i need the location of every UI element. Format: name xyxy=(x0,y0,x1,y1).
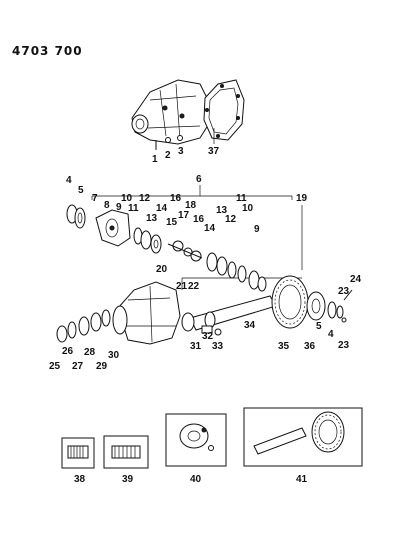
callout-14-right: 14 xyxy=(204,223,216,234)
callout-20: 20 xyxy=(156,264,168,275)
callout-2: 2 xyxy=(165,150,171,161)
pinion-shaft-gears xyxy=(167,240,203,262)
spacer-parts-lower xyxy=(201,325,222,336)
callout-14-left: 14 xyxy=(156,203,168,214)
differential-cover-gasket xyxy=(203,79,245,141)
callout-11-right: 11 xyxy=(236,193,247,204)
ring-gear xyxy=(271,275,309,329)
callout-1: 1 xyxy=(152,154,158,165)
callout-9-right: 9 xyxy=(254,224,260,235)
callout-13-right: 13 xyxy=(216,205,228,216)
drain-plug-parts xyxy=(155,135,183,150)
callout-37: 37 xyxy=(208,146,220,157)
callout-17: 17 xyxy=(178,210,190,221)
callout-15: 15 xyxy=(166,217,178,228)
callout-31: 31 xyxy=(190,341,202,352)
callout-9-left: 9 xyxy=(116,202,122,213)
callout-41: 41 xyxy=(296,474,308,485)
callout-28: 28 xyxy=(84,347,96,358)
callout-22: 22 xyxy=(188,281,200,292)
callout-5-right: 5 xyxy=(316,321,322,332)
callout-38: 38 xyxy=(74,474,86,485)
callout-4-right: 4 xyxy=(328,329,334,340)
callout-36: 36 xyxy=(304,341,316,352)
callout-23-bottom: 23 xyxy=(338,340,350,351)
callout-30: 30 xyxy=(108,350,120,361)
callout-27: 27 xyxy=(72,361,84,372)
side-gear-washers xyxy=(133,227,162,254)
callout-34: 34 xyxy=(244,320,256,331)
callout-12-left: 12 xyxy=(139,193,151,204)
callout-33: 33 xyxy=(212,341,224,352)
kit-40-differential-case xyxy=(165,413,227,467)
callout-10-right: 10 xyxy=(242,203,254,214)
callout-19: 19 xyxy=(296,193,308,204)
callout-13-left: 13 xyxy=(146,213,158,224)
callout-12-right: 12 xyxy=(225,214,237,225)
callout-29: 29 xyxy=(96,361,108,372)
kit-39-shim-set xyxy=(103,435,149,469)
callout-4: 4 xyxy=(66,175,72,186)
callout-23-top: 23 xyxy=(338,286,350,297)
callout-25: 25 xyxy=(49,361,61,372)
differential-case xyxy=(95,209,131,247)
callout-26: 26 xyxy=(62,346,74,357)
callout-6: 6 xyxy=(196,174,202,185)
carrier-housing xyxy=(112,281,181,345)
diagram-code: 4703 700 xyxy=(12,44,83,58)
callout-18: 18 xyxy=(185,200,197,211)
kit-38-shim-set xyxy=(61,437,95,469)
side-bearing-left xyxy=(66,204,86,229)
callout-16-left: 16 xyxy=(170,193,182,204)
side-gear-washers-right xyxy=(206,252,267,292)
callout-32: 32 xyxy=(202,331,214,342)
callout-39: 39 xyxy=(122,474,134,485)
callout-24: 24 xyxy=(350,274,362,285)
callout-40: 40 xyxy=(190,474,202,485)
callout-21: 21 xyxy=(176,281,188,292)
callout-5: 5 xyxy=(78,185,84,196)
case-with-bearings-right xyxy=(306,289,353,323)
callout-10-left: 10 xyxy=(121,193,133,204)
kit-41-ring-and-pinion xyxy=(243,407,363,467)
callout-16-right: 16 xyxy=(193,214,205,225)
pinion-gear-shaft xyxy=(181,295,277,332)
callout-7: 7 xyxy=(92,193,98,204)
carrier-assembly-top xyxy=(131,79,211,145)
pinion-front-parts xyxy=(56,309,111,343)
callout-8: 8 xyxy=(104,200,110,211)
callout-35: 35 xyxy=(278,341,290,352)
callout-11-left: 11 xyxy=(128,203,139,214)
callout-3: 3 xyxy=(178,146,184,157)
